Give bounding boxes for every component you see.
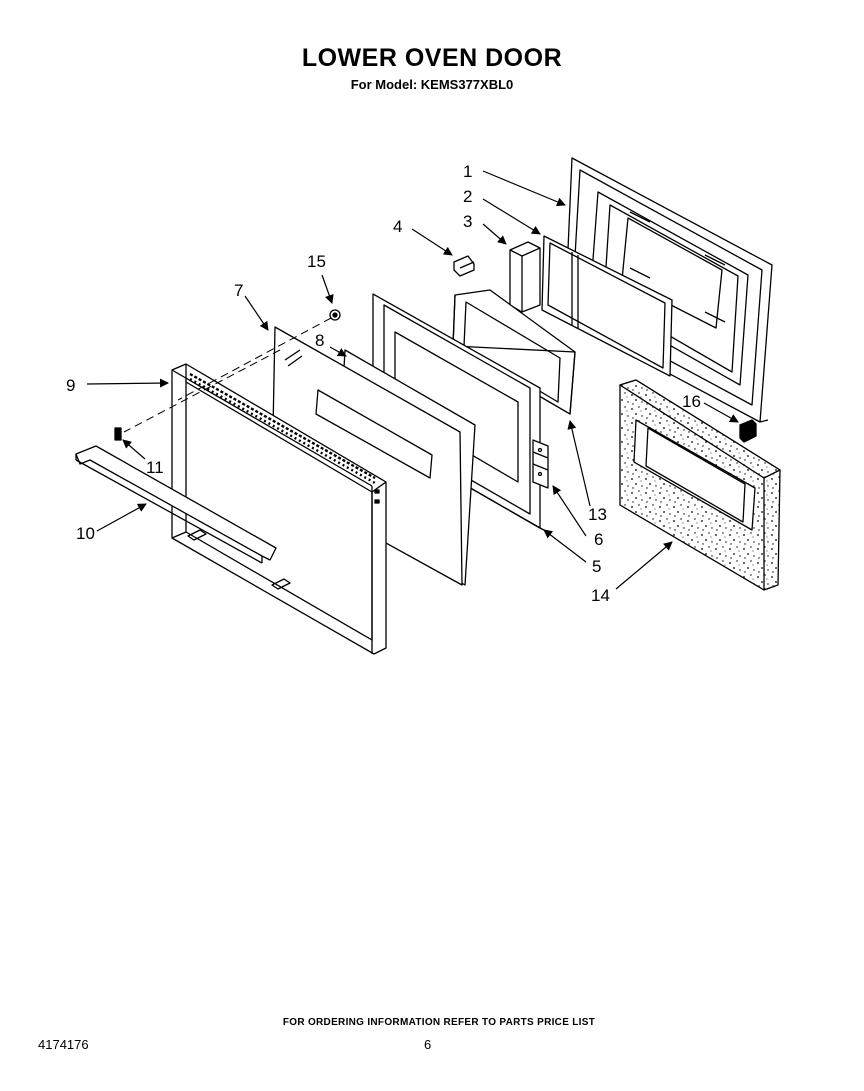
outer-door-frame	[171, 363, 387, 655]
handle-spacer	[114, 427, 122, 441]
foam-insulation	[619, 379, 781, 591]
callout-7: 7	[234, 281, 243, 300]
page-title: LOWER OVEN DOOR	[301, 44, 563, 72]
callout-9: 9	[66, 376, 75, 395]
callout-14: 14	[591, 586, 610, 605]
spring-clip	[739, 419, 757, 443]
callout-11: 11	[146, 458, 164, 477]
door-gasket	[541, 235, 673, 377]
hinge-bracket	[532, 439, 549, 489]
door-handle	[75, 445, 277, 564]
page-number: 6	[424, 1037, 432, 1052]
ordering-note: FOR ORDERING INFORMATION REFER TO PARTS …	[282, 1017, 596, 1028]
callout-8: 8	[315, 331, 324, 350]
air-baffle	[452, 289, 576, 415]
door-clip	[453, 255, 475, 277]
callout-13: 13	[588, 505, 607, 524]
callout-15: 15	[307, 252, 326, 271]
leader-lines	[86, 170, 739, 590]
insulation-pad	[509, 241, 541, 313]
callout-4: 4	[393, 217, 402, 236]
callout-6: 6	[594, 530, 603, 549]
callout-10: 10	[76, 524, 95, 543]
model-subtitle: For Model: KEMS377XBL0	[350, 77, 514, 92]
callout-5: 5	[592, 557, 601, 576]
callout-3: 3	[463, 212, 472, 231]
callout-2: 2	[463, 187, 472, 206]
callout-1: 1	[463, 162, 472, 181]
callout-16: 16	[682, 392, 701, 411]
document-number: 4174176	[38, 1037, 89, 1052]
screw-washer	[329, 309, 341, 321]
